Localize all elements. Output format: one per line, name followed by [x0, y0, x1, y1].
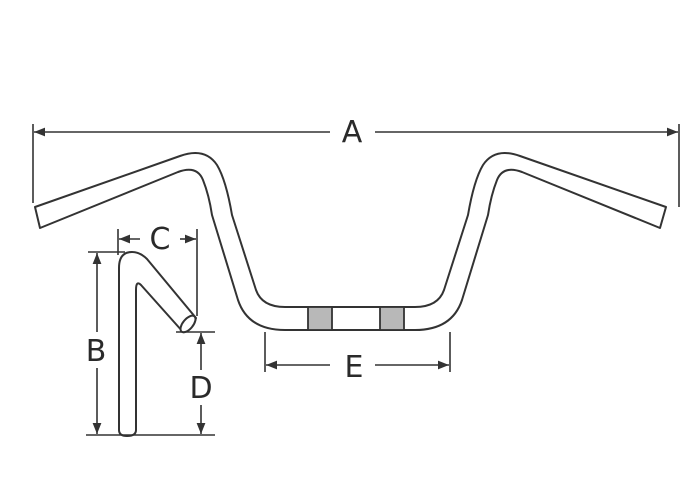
knurl-left — [307, 306, 333, 331]
side-outline — [118, 251, 197, 437]
handlebar-side-view — [118, 251, 197, 437]
label-b: B — [86, 334, 107, 369]
dimension-b: B — [86, 251, 215, 436]
dimension-c: C — [117, 222, 198, 316]
label-e: E — [345, 350, 364, 385]
dimension-a: A — [32, 115, 680, 207]
dimension-d: D — [176, 331, 215, 434]
label-d: D — [189, 371, 212, 406]
handlebar-front-view — [34, 152, 667, 331]
handlebar-outline — [34, 152, 667, 331]
dimension-e: E — [264, 332, 451, 385]
label-a: A — [342, 115, 363, 150]
knurl-right — [379, 306, 405, 331]
label-c: C — [150, 222, 171, 257]
